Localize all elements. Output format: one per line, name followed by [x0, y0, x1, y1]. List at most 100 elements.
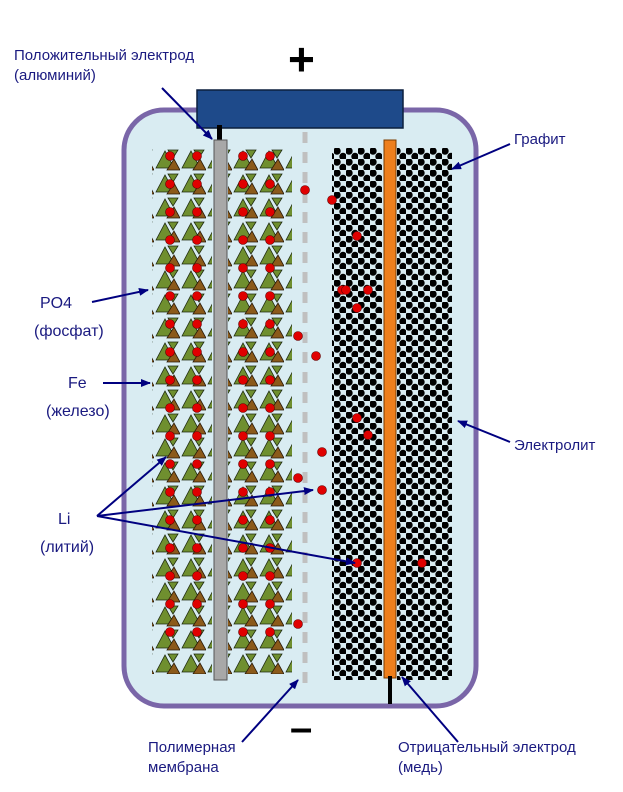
li-ion	[238, 263, 248, 273]
li-ion	[238, 375, 248, 385]
li-ion	[165, 319, 175, 329]
li-ion	[238, 151, 248, 161]
li-ion	[265, 151, 275, 161]
arrow-po4	[91, 287, 149, 303]
li-ion	[165, 235, 175, 245]
minus-sign: –	[290, 706, 313, 750]
li-ion	[238, 459, 248, 469]
li-ion	[165, 347, 175, 357]
li-ion	[192, 347, 202, 357]
label-membrane: Полимерная мембрана	[148, 739, 236, 776]
li-ion	[192, 627, 202, 637]
li-ion	[192, 207, 202, 217]
li-ion	[165, 207, 175, 217]
li-ion	[165, 431, 175, 441]
plus-sign: +	[288, 33, 315, 85]
li-ion	[238, 571, 248, 581]
copper-lead	[388, 676, 392, 704]
li-ion	[165, 263, 175, 273]
li-ion	[192, 375, 202, 385]
li-ion	[238, 179, 248, 189]
arrow-electrolyte	[457, 420, 511, 443]
li-ion	[192, 487, 202, 497]
li-ion	[192, 599, 202, 609]
li-ion	[192, 235, 202, 245]
arrow-positive-electrode	[161, 87, 213, 140]
li-ion	[165, 403, 175, 413]
li-ion	[192, 151, 202, 161]
li-ion	[192, 263, 202, 273]
li-ion	[317, 485, 327, 495]
li-ion	[165, 291, 175, 301]
graphite-right	[397, 148, 452, 680]
li-ion	[352, 413, 362, 423]
arrow-graphite	[451, 143, 511, 170]
cathode-material-left	[152, 148, 212, 674]
li-ion	[238, 543, 248, 553]
li-ion	[311, 351, 321, 361]
li-ion	[317, 447, 327, 457]
label-fe: Fe (железо)	[46, 375, 110, 420]
li-ion	[192, 431, 202, 441]
li-ion	[327, 195, 337, 205]
li-ion	[165, 487, 175, 497]
li-ion	[265, 403, 275, 413]
li-ion	[238, 291, 248, 301]
li-ion	[165, 571, 175, 581]
li-ion	[352, 303, 362, 313]
li-ion	[238, 599, 248, 609]
li-ion	[265, 179, 275, 189]
arrow-li-3	[96, 515, 356, 566]
li-ion	[238, 431, 248, 441]
li-ion	[352, 231, 362, 241]
li-ion	[192, 459, 202, 469]
li-ion	[265, 235, 275, 245]
li-ion	[165, 151, 175, 161]
arrow-li-2	[96, 487, 314, 517]
li-ion	[165, 375, 175, 385]
li-ion	[192, 543, 202, 553]
li-ion	[265, 627, 275, 637]
terminal-lead	[217, 125, 222, 145]
li-ion	[192, 571, 202, 581]
li-ion	[165, 515, 175, 525]
li-ion	[265, 431, 275, 441]
li-ion	[265, 459, 275, 469]
li-ion	[192, 515, 202, 525]
li-ion	[265, 207, 275, 217]
lithium-ions	[165, 151, 427, 637]
li-ion	[192, 319, 202, 329]
li-ion	[363, 430, 373, 440]
li-ion	[238, 207, 248, 217]
li-ion	[165, 459, 175, 469]
li-ion	[238, 347, 248, 357]
label-positive-electrode: Положительный электрод (алюминий)	[14, 47, 195, 84]
li-ion	[238, 627, 248, 637]
li-ion	[238, 515, 248, 525]
arrow-membrane	[241, 679, 299, 743]
callout-arrows	[91, 87, 511, 743]
li-ion	[192, 403, 202, 413]
li-ion	[238, 319, 248, 329]
li-ion	[238, 403, 248, 413]
li-ion	[417, 558, 427, 568]
li-ion	[293, 619, 303, 629]
li-ion	[265, 347, 275, 357]
label-electrolyte: Электролит	[514, 437, 596, 454]
li-ion	[300, 185, 310, 195]
cathode-material-right	[228, 148, 292, 674]
label-negative-electrode: Отрицательный электрод (медь)	[398, 739, 576, 776]
li-ion	[363, 285, 373, 295]
copper-plate	[383, 139, 397, 679]
arrow-li-1	[96, 456, 167, 517]
li-ion	[293, 473, 303, 483]
arrow-negative-electrode	[401, 676, 459, 743]
li-ion	[165, 543, 175, 553]
li-ion	[165, 627, 175, 637]
li-ion	[265, 599, 275, 609]
li-ion	[238, 487, 248, 497]
label-graphite: Графит	[514, 131, 566, 148]
li-ion	[192, 291, 202, 301]
